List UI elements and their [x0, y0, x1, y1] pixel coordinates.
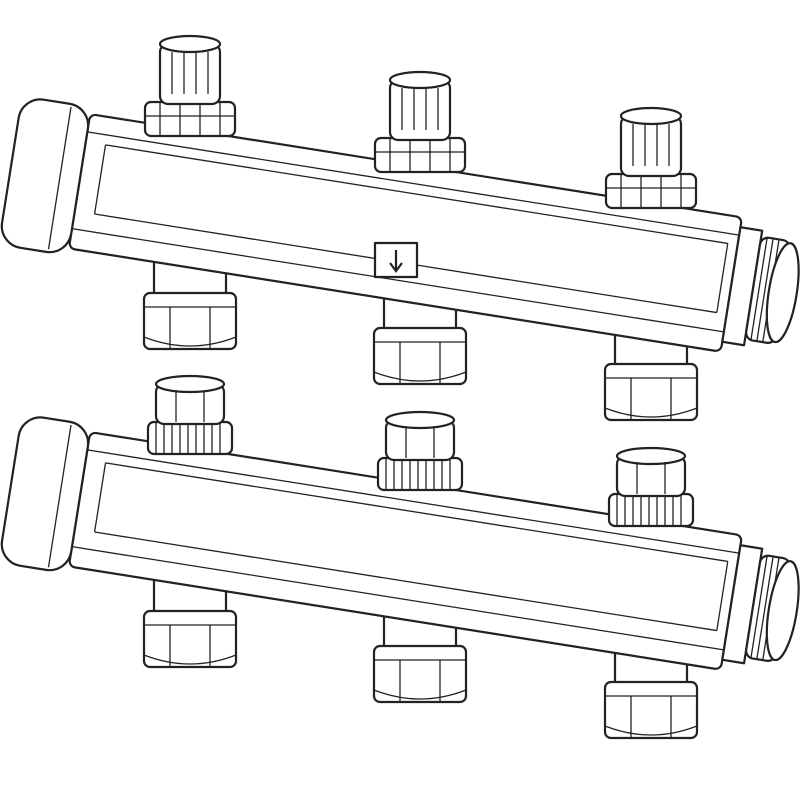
valve-lower-1	[146, 374, 234, 456]
valve-lower-3	[607, 446, 695, 528]
arrow-down-icon	[373, 241, 419, 279]
valve-lower-2	[376, 410, 464, 492]
upper-manifold	[0, 34, 800, 422]
valve-upper-2	[373, 70, 467, 174]
valve-upper-3	[604, 106, 698, 210]
lower-manifold	[0, 374, 800, 740]
valve-upper-1	[143, 34, 237, 138]
fitting-lower-1	[142, 577, 238, 669]
fitting-upper-1	[142, 259, 238, 351]
